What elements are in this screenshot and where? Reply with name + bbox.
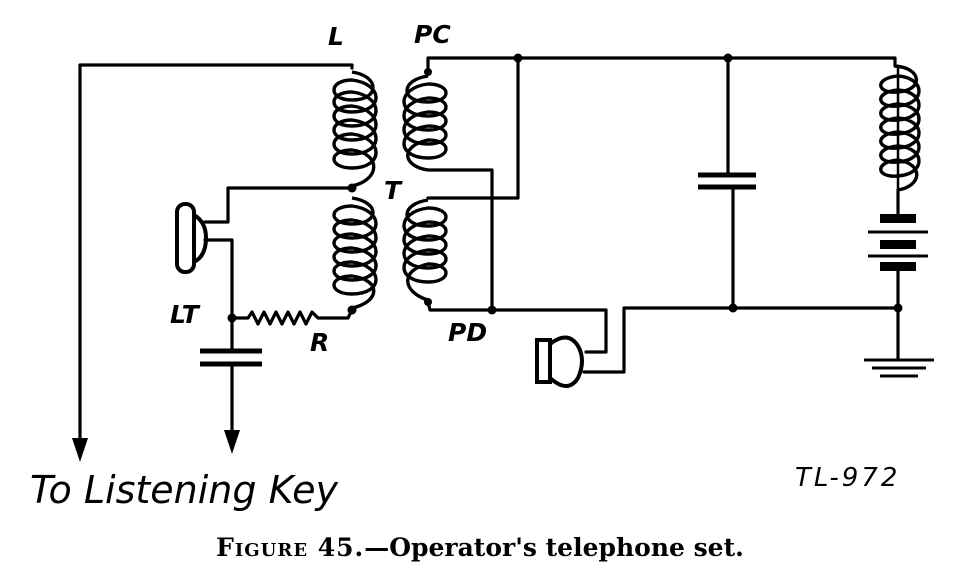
label-lt: LT <box>170 300 199 329</box>
secondary-cross-wire-b <box>426 56 520 200</box>
secondary-cross-wire-a <box>426 168 494 314</box>
secondary-coil-upper <box>402 74 448 172</box>
figure-title: —Operator's telephone set. <box>364 533 744 562</box>
drawing-id: TL-972 <box>795 463 901 493</box>
label-pd: PD <box>448 318 488 347</box>
pd-bottom-wire <box>426 300 494 312</box>
transmitter-icon <box>175 202 209 274</box>
arrow-left <box>72 438 88 462</box>
figure-caption: Figure 45.—Operator's telephone set. <box>0 533 960 562</box>
arrow-right <box>224 430 240 454</box>
label-r: R <box>310 328 330 357</box>
induction-coil-lower <box>332 196 378 310</box>
receiver-icon <box>535 335 584 388</box>
retard-coil <box>879 64 921 192</box>
label-l: L <box>328 22 344 51</box>
pc-top-wire <box>426 56 897 74</box>
receiver-wire-right <box>582 306 897 374</box>
label-pc: PC <box>414 20 451 49</box>
secondary-coil-lower <box>402 198 448 302</box>
node-battery-junction <box>893 303 903 313</box>
transmitter-wire-top <box>203 186 354 224</box>
figure-number: Figure 45. <box>216 533 365 562</box>
listening-key-label: To Listening Key <box>30 468 339 512</box>
transmitter-wire-bottom <box>203 238 234 318</box>
receiver-wire-left <box>490 308 608 354</box>
battery-icon <box>868 214 928 271</box>
ground-icon <box>864 358 934 378</box>
resistor-r <box>230 308 354 326</box>
induction-coil-upper <box>332 70 378 188</box>
node-coil-bottom <box>347 305 357 315</box>
label-t: T <box>384 176 402 205</box>
line-wire-left <box>78 63 354 442</box>
